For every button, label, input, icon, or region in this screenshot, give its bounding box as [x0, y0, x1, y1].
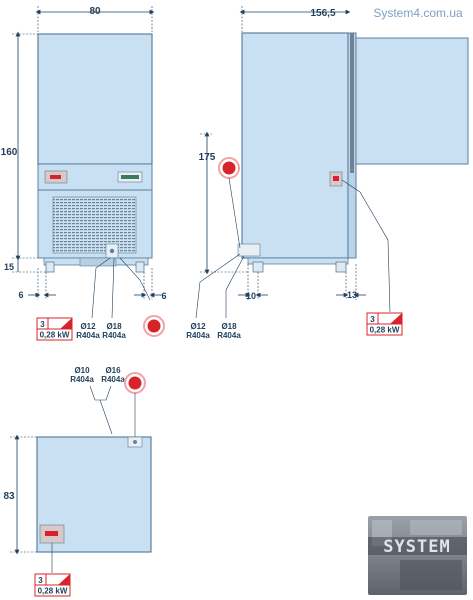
front-drain-leader	[119, 257, 151, 301]
side-electric-connection-icon	[218, 157, 240, 179]
front-base-label: 15	[4, 262, 14, 272]
top-electric-connection-icon	[124, 372, 146, 394]
side-open-door	[355, 37, 469, 165]
side-right-offset-label: 13	[347, 290, 357, 300]
top-height-label: 83	[3, 491, 15, 502]
control-display-red	[50, 175, 61, 179]
front-pipe-gas-2: R404a	[102, 331, 126, 340]
top-view: Ø10 R404a Ø16 R404a 83 3 0,28 kW	[3, 366, 152, 597]
top-pipe-size-1: Ø10	[74, 366, 90, 375]
front-door-panel	[37, 33, 153, 165]
side-cabinet-body	[241, 32, 349, 259]
front-pipe-size-2: Ø18	[106, 322, 122, 331]
side-pipe-gas-2: R404a	[217, 331, 241, 340]
front-power-badge: 3 0,28 kW	[36, 317, 73, 341]
side-height-label: 175	[199, 152, 216, 163]
side-foot-right	[335, 261, 347, 273]
ventilation-grille	[52, 196, 137, 254]
top-power-phase: 3	[38, 576, 43, 585]
front-foot-right	[135, 261, 145, 273]
side-power-leader	[341, 179, 391, 313]
front-power-phase: 3	[40, 320, 45, 329]
side-pipe-leader-1	[195, 253, 241, 319]
side-electric-leader	[228, 177, 241, 249]
side-power-badge: 3 0,28 kW	[366, 312, 403, 336]
top-pipe-gas-2: R404a	[101, 375, 125, 384]
side-pipe-gas-1: R404a	[186, 331, 210, 340]
side-left-offset-label: 10	[246, 291, 256, 301]
top-power-badge: 3 0,28 kW	[34, 573, 71, 597]
front-power-value: 0,28 kW	[40, 331, 70, 340]
logo-text: SYSTEM	[383, 537, 450, 557]
front-view: 80 160 15 6	[1, 6, 167, 341]
side-foot-left	[252, 261, 264, 273]
watermark-text: System4.com.ua	[373, 6, 463, 20]
side-connection-box	[237, 243, 261, 257]
top-pipe-gas-1: R404a	[70, 375, 94, 384]
system-logo: SYSTEM	[368, 516, 467, 595]
side-view: 156,5 175 10	[186, 6, 469, 340]
top-power-value: 0,28 kW	[38, 587, 68, 596]
front-height-label: 160	[1, 147, 18, 158]
front-width-label: 80	[89, 6, 101, 17]
top-pipe-size-2: Ø16	[105, 366, 121, 375]
front-pipe-leader-1	[91, 257, 111, 319]
top-pipe-leader	[99, 399, 113, 435]
front-pipe-gas-1: R404a	[76, 331, 100, 340]
front-left-offset-label: 6	[18, 290, 23, 300]
side-pipe-size-2: Ø18	[221, 322, 237, 331]
side-width-label: 156,5	[310, 8, 335, 19]
front-foot-left	[45, 261, 55, 273]
front-electric-connection-icon	[143, 315, 165, 337]
front-right-offset-label: 6	[161, 291, 166, 301]
side-pipe-size-1: Ø12	[190, 322, 206, 331]
front-pipe-size-1: Ø12	[80, 322, 96, 331]
front-pipe-leader-2	[111, 257, 115, 319]
side-pipe-leader-2	[225, 255, 245, 318]
side-power-value: 0,28 kW	[370, 326, 400, 335]
side-power-phase: 3	[370, 315, 375, 324]
brand-plate-logo	[121, 175, 139, 179]
